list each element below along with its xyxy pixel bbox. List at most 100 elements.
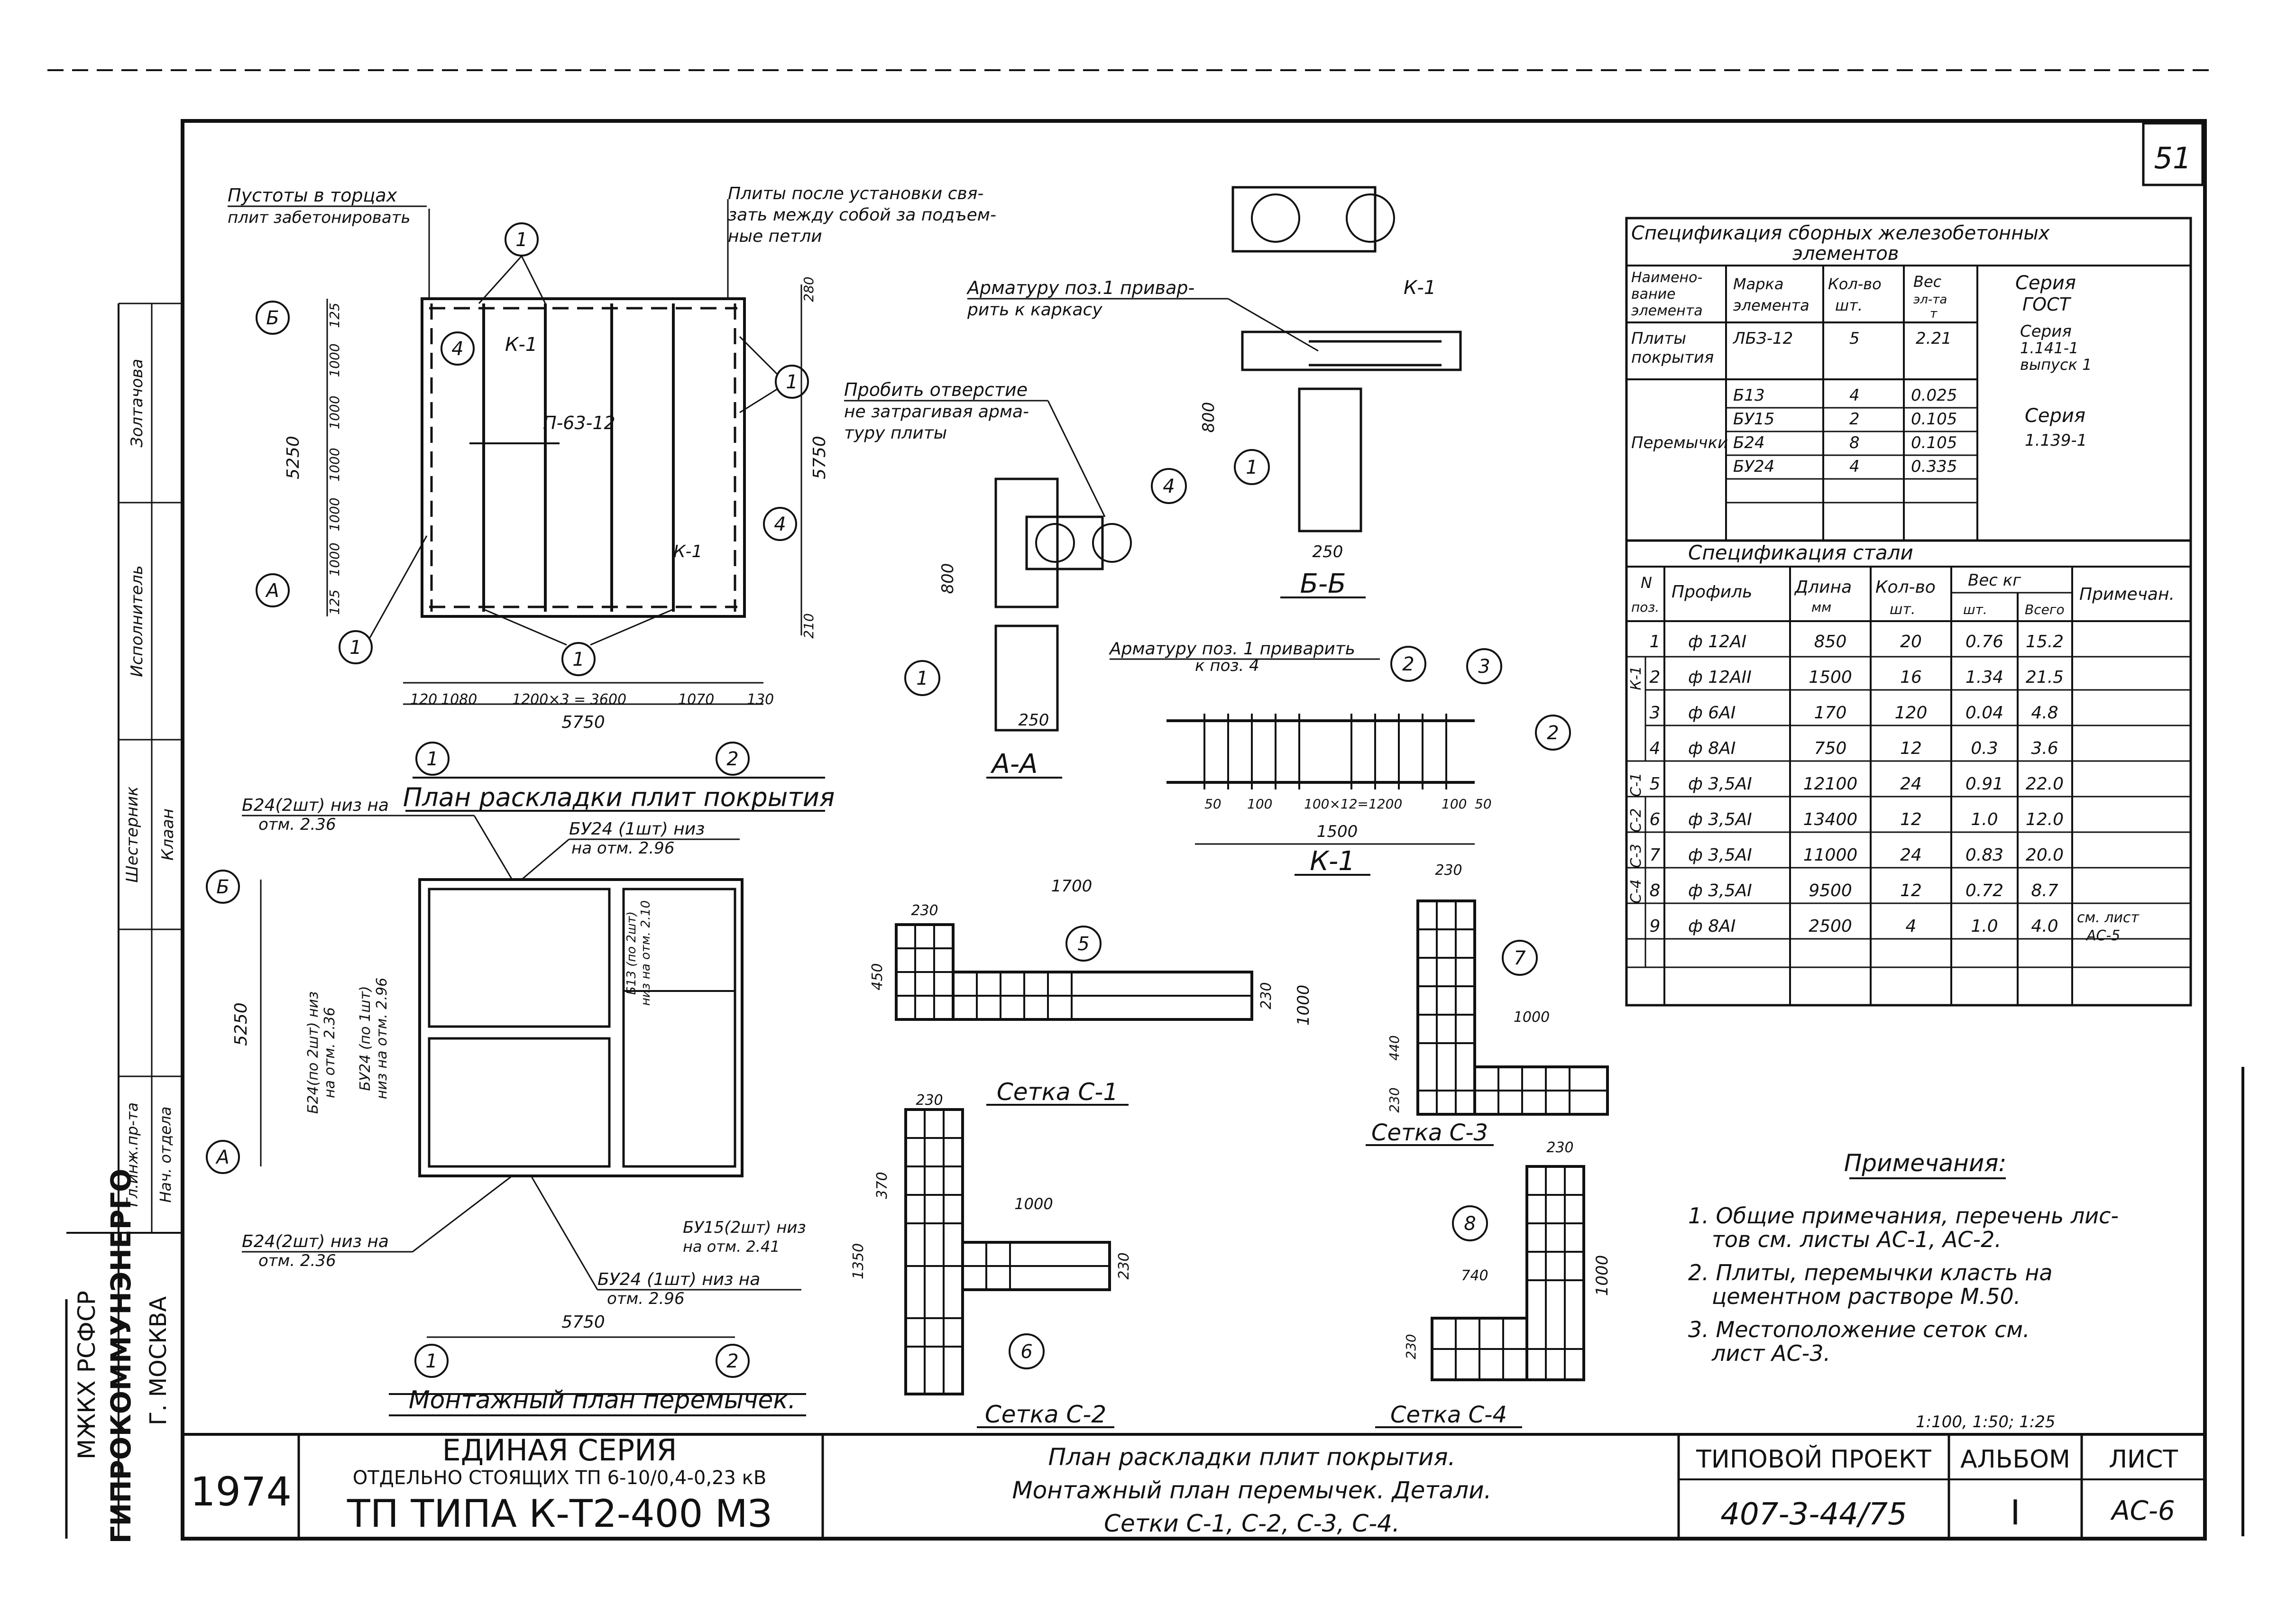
steel-cell-profile: ф 3,5АI xyxy=(1688,845,1752,865)
svg-text:230: 230 xyxy=(1403,1334,1419,1359)
svg-text:А: А xyxy=(215,1147,229,1168)
svg-text:отм. 2.96: отм. 2.96 xyxy=(607,1289,685,1308)
svg-text:0.335: 0.335 xyxy=(1911,457,1957,476)
svg-text:1974: 1974 xyxy=(190,1468,292,1515)
steel-cell-note: АС-5 xyxy=(2085,927,2120,944)
svg-text:элемента: элемента xyxy=(1733,296,1809,314)
svg-text:1000: 1000 xyxy=(327,542,342,576)
steel-cell-w: 1.0 xyxy=(1971,917,1998,936)
svg-text:1000: 1000 xyxy=(1294,985,1313,1026)
steel-cell-qty: 24 xyxy=(1900,774,1922,794)
sheet-number: 51 xyxy=(2154,141,2192,175)
steel-cell-tot: 15.2 xyxy=(2026,632,2064,651)
section-a-a: 4 1 800 250 Пробить отверстие не затраги… xyxy=(844,379,1380,780)
svg-text:АС-6: АС-6 xyxy=(2110,1496,2175,1526)
svg-text:440: 440 xyxy=(1387,1035,1402,1060)
svg-text:2: 2 xyxy=(726,748,738,770)
steel-cell-w: 1.0 xyxy=(1971,810,1998,829)
svg-text:5750: 5750 xyxy=(561,1312,605,1332)
svg-text:5750: 5750 xyxy=(561,713,605,732)
svg-text:т: т xyxy=(1930,307,1938,321)
steel-cell-len: 12100 xyxy=(1803,774,1858,794)
steel-cell-tot: 3.6 xyxy=(2031,739,2058,758)
svg-text:ТИПОВОЙ ПРОЕКТ: ТИПОВОЙ ПРОЕКТ xyxy=(1696,1445,1931,1474)
svg-text:Плиты после установки свя-: Плиты после установки свя- xyxy=(728,184,983,203)
svg-text:Наимено-: Наимено- xyxy=(1631,269,1702,286)
svg-text:БУ24: БУ24 xyxy=(1733,457,1774,476)
notes-block: Примечания: 1. Общие примечания, перечен… xyxy=(1688,1149,2119,1431)
svg-text:План раскладки плит покрытия.: План раскладки плит покрытия. xyxy=(1048,1443,1455,1471)
steel-cell-group: С-3 xyxy=(1628,844,1644,868)
steel-cell-w: 0.76 xyxy=(1965,632,2003,651)
svg-text:1: 1 xyxy=(349,637,361,659)
svg-text:1.141-1: 1.141-1 xyxy=(2020,339,2079,357)
steel-cell-profile: ф 3,5АI xyxy=(1688,881,1752,900)
svg-text:407-3-44/75: 407-3-44/75 xyxy=(1720,1497,1907,1532)
svg-text:Спецификация сборных желез: Спецификация сборных железобетонных xyxy=(1631,222,2050,244)
steel-cell-pos: 4 xyxy=(1650,739,1661,758)
svg-text:А: А xyxy=(265,580,279,602)
svg-text:1080: 1080 xyxy=(441,691,477,708)
steel-cell-profile: ф 8АI xyxy=(1688,917,1736,936)
svg-text:5250: 5250 xyxy=(231,1002,251,1046)
svg-text:Кол-во: Кол-во xyxy=(1875,578,1936,597)
svg-text:1000: 1000 xyxy=(327,395,342,429)
svg-text:Перемычки: Перемычки xyxy=(1631,433,1728,452)
steel-cell-len: 170 xyxy=(1814,703,1847,723)
svg-text:Сетка С-2: Сетка С-2 xyxy=(985,1401,1106,1428)
svg-text:К-1: К-1 xyxy=(673,542,702,561)
steel-cell-qty: 4 xyxy=(1906,917,1917,936)
section-b-b: К-1 800 250 1 Арматуру поз.1 привар- рит… xyxy=(966,186,1462,599)
svg-text:6: 6 xyxy=(1020,1341,1032,1363)
svg-text:Арматуру поз. 1 приварить: Арматуру поз. 1 приварить xyxy=(1109,639,1355,659)
mesh-c4: 8 230 1000 740 230 Сетка С-4 xyxy=(1375,1139,1612,1428)
svg-text:4: 4 xyxy=(1849,457,1860,476)
svg-text:на отм. 2.96: на отм. 2.96 xyxy=(571,839,674,858)
svg-text:740: 740 xyxy=(1461,1267,1488,1284)
svg-text:отм. 2.36: отм. 2.36 xyxy=(258,1251,336,1270)
steel-cell-len: 11000 xyxy=(1803,845,1858,865)
steel-cell-pos: 9 xyxy=(1650,917,1661,936)
svg-text:тов см. листы АС-1, АС-2.: тов см. листы АС-1, АС-2. xyxy=(1712,1227,2002,1252)
svg-text:N: N xyxy=(1641,574,1652,592)
svg-text:Б24: Б24 xyxy=(1733,433,1765,452)
steel-cell-pos: 2 xyxy=(1650,668,1661,687)
steel-cell-tot: 20.0 xyxy=(2026,845,2064,865)
svg-text:ЛБЗ-12: ЛБЗ-12 xyxy=(1732,329,1793,348)
steel-cell-group: С-4 xyxy=(1628,880,1644,904)
svg-text:1000: 1000 xyxy=(1014,1195,1053,1213)
svg-text:Монтажный план перемычек. Дета: Монтажный план перемычек. Детали. xyxy=(1012,1477,1491,1504)
slab-layout-plan: К-1 П-63-12 К-1 5250 5750 125 1000 1000 … xyxy=(228,184,996,812)
svg-text:БУ24 (1шт) низ на: БУ24 (1шт) низ на xyxy=(597,1270,760,1289)
svg-text:зать между собой за подъем-: зать между собой за подъем- xyxy=(728,205,996,225)
svg-text:1000: 1000 xyxy=(1514,1009,1550,1026)
svg-text:МЖКХ РСФСР: МЖКХ РСФСР xyxy=(73,1291,101,1459)
lintel-plan: Б А 1 2 5250 5750 Б24(2шт) низ на отм. 2… xyxy=(206,796,806,1416)
svg-text:1: 1 xyxy=(426,748,438,770)
svg-text:7: 7 xyxy=(1514,947,1526,969)
svg-text:50: 50 xyxy=(1204,796,1221,812)
svg-text:125: 125 xyxy=(327,589,342,615)
svg-text:230: 230 xyxy=(1387,1087,1402,1112)
svg-text:Длина: Длина xyxy=(1794,578,1852,597)
steel-cell-pos: 6 xyxy=(1650,810,1661,829)
svg-text:1500: 1500 xyxy=(1317,822,1358,841)
svg-text:Б13 (по 2шт): Б13 (по 2шт) xyxy=(625,911,639,995)
steel-cell-w: 1.34 xyxy=(1965,668,2003,687)
svg-text:низ на отм. 2.10: низ на отм. 2.10 xyxy=(639,900,653,1006)
svg-text:Клаан: Клаан xyxy=(158,808,177,861)
precast-spec-table: Спецификация сборных железобетонных элем… xyxy=(1625,217,2192,542)
svg-text:шт.: шт. xyxy=(1890,601,1915,618)
svg-text:100×12=1200: 100×12=1200 xyxy=(1304,796,1402,812)
svg-text:Гл.инж.пр-та: Гл.инж.пр-та xyxy=(123,1102,141,1207)
svg-text:230: 230 xyxy=(1116,1252,1132,1279)
svg-text:Серия: Серия xyxy=(2020,322,2072,341)
svg-text:370: 370 xyxy=(874,1172,891,1199)
steel-cell-len: 1500 xyxy=(1809,668,1852,687)
steel-cell-group: С-1 xyxy=(1628,773,1644,797)
svg-text:0.025: 0.025 xyxy=(1911,386,1957,405)
svg-text:туру плиты: туру плиты xyxy=(844,423,947,443)
steel-cell-pos: 7 xyxy=(1650,845,1661,865)
steel-spec-table: Спецификация стали N поз. Профиль Длина … xyxy=(1625,539,2192,1007)
